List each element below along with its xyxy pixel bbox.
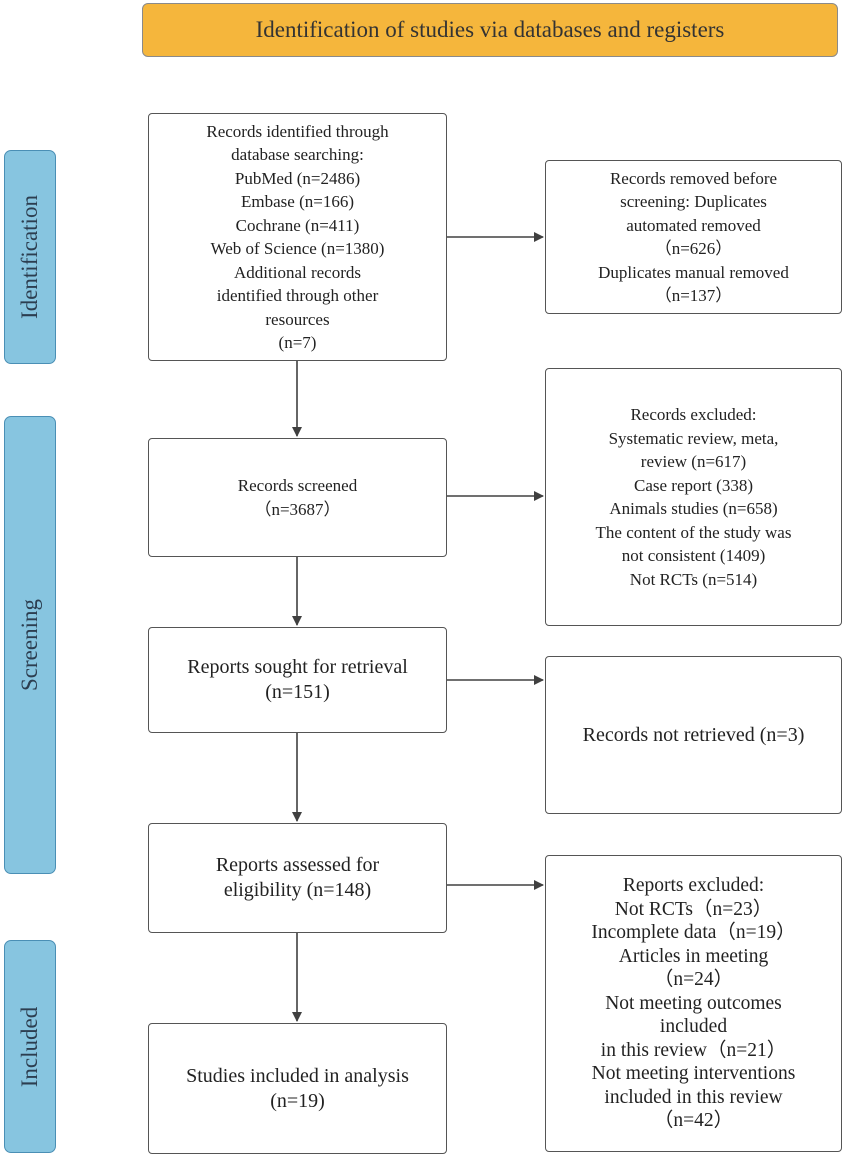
studies-included-box: Studies included in analysis(n=19) <box>148 1023 447 1154</box>
reports-excluded-line: Articles in meeting <box>618 945 769 967</box>
reports-sought-box: Reports sought for retrieval (n=151) <box>148 627 447 733</box>
studies-included-line: Studies included in analysis <box>186 1064 409 1087</box>
records-excluded-line: Systematic review, meta, <box>608 428 779 448</box>
records-removed-line: （n=137） <box>654 286 733 305</box>
reports-excluded-line: Not meeting interventions <box>591 1063 796 1085</box>
reports-assessed-box: Reports assessed for eligibility (n=148) <box>148 823 447 933</box>
reports-sought-line: Reports sought for retrieval <box>187 656 408 678</box>
records-removed-line: screening: Duplicates <box>620 192 767 211</box>
records-identified-line: Web of Science (n=1380) <box>210 239 385 258</box>
records-removed-line: （n=626） <box>654 239 733 258</box>
records-identified-line: resources <box>265 309 330 329</box>
stage-identification: Identification <box>4 150 56 364</box>
reports-excluded-line: Reports excluded: <box>622 875 765 897</box>
reports-excluded-box: Reports excluded:Not RCTs（n=23）Incomplet… <box>545 855 842 1152</box>
stage-screening: Screening <box>4 416 56 874</box>
records-identified-line: Embase (n=166) <box>241 192 354 211</box>
reports-assessed-line: Reports assessed for <box>215 854 380 876</box>
records-identified-line: Records identified through <box>206 121 389 141</box>
records-identified-line: identified through other <box>216 286 379 305</box>
records-removed-line: Records removed before <box>609 168 778 188</box>
header-title: Identification of studies via databases … <box>255 17 725 42</box>
reports-excluded-line: Not RCTs（n=23） <box>614 898 773 920</box>
reports-excluded-line: Incomplete data（n=19） <box>591 922 796 944</box>
records-excluded-box: Records excluded: Systematic review, meta… <box>545 368 842 626</box>
records-not-retrieved-line: Records not retrieved (n=3) <box>582 723 805 746</box>
records-identified-line: Additional records <box>234 262 361 282</box>
records-excluded-line: Case report (338) <box>634 475 753 495</box>
records-excluded-line: Animals studies (n=658) <box>609 499 778 518</box>
records-excluded-line: not consistent (1409) <box>621 546 766 565</box>
records-removed-line: automated removed <box>626 215 761 235</box>
reports-excluded-line: Not meeting outcomes <box>605 992 782 1014</box>
reports-assessed-line: eligibility (n=148) <box>223 879 372 901</box>
records-screened-box: Records screened （n=3687） <box>148 438 447 557</box>
records-identified-box: Records identified through database searc… <box>148 113 447 361</box>
records-removed-box: Records removed before screening: Duplica… <box>545 160 842 314</box>
records-excluded-line: The content of the study was <box>595 522 792 542</box>
records-identified-line: (n=7) <box>278 333 317 352</box>
records-not-retrieved-box: Records not retrieved (n=3) <box>545 656 842 814</box>
records-removed-line: Duplicates manual removed <box>598 262 789 282</box>
records-identified-line: Cochrane (n=411) <box>235 215 360 235</box>
reports-excluded-line: （n=42） <box>653 1110 734 1132</box>
records-excluded-line: Records excluded: <box>630 405 757 424</box>
records-identified-line: PubMed (n=2486) <box>234 168 361 188</box>
records-excluded-line: review (n=617) <box>640 452 747 471</box>
header-banner: Identification of studies via databases … <box>142 3 838 57</box>
records-screened-line: Records screened <box>237 476 358 495</box>
studies-included-line: (n=19) <box>270 1089 325 1112</box>
reports-excluded-line: included in this review <box>604 1086 783 1108</box>
reports-sought-line: (n=151) <box>265 681 330 703</box>
reports-excluded-line: （n=24） <box>653 969 734 991</box>
records-screened-line: （n=3687） <box>254 499 341 519</box>
stage-included: Included <box>4 940 56 1153</box>
records-excluded-line: Not RCTs (n=514) <box>629 569 758 589</box>
reports-excluded-line: in this review（n=21） <box>600 1039 787 1061</box>
reports-excluded-line: included <box>659 1016 728 1038</box>
records-identified-line: database searching: <box>231 145 364 164</box>
